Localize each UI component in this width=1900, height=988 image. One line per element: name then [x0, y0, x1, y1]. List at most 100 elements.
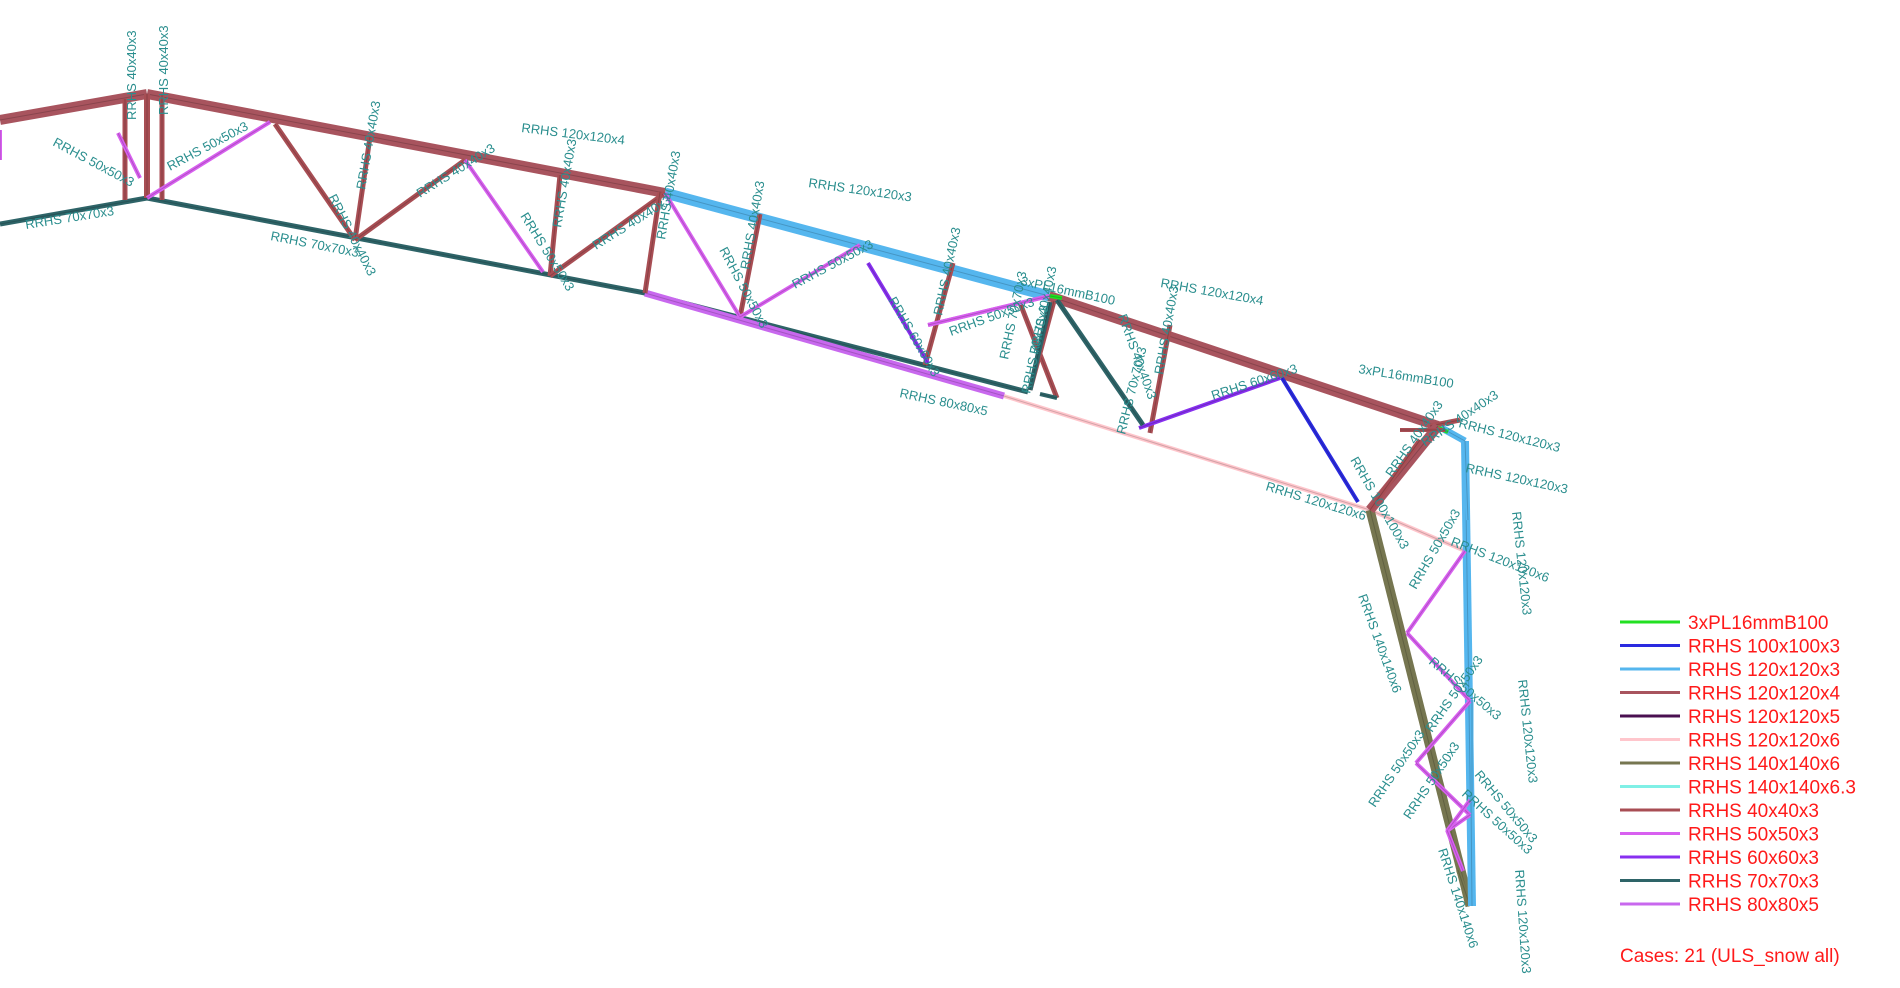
- member-label: RRHS 40x40x3: [549, 138, 579, 229]
- member-edge: [146, 93, 666, 194]
- member-rrhs-50x50x3[interactable]: [1445, 829, 1465, 872]
- member-rrhs-40x40x3[interactable]: [642, 191, 663, 294]
- member-edge: [1470, 799, 1473, 907]
- member-edge: [0, 93, 148, 121]
- legend-label: 3xPL16mmB100: [1688, 613, 1828, 634]
- member-edge: [354, 159, 466, 241]
- member-rrhs-40x40x3[interactable]: [272, 122, 358, 242]
- legend-label: RRHS 100x100x3: [1688, 637, 1840, 658]
- member-rrhs-120x120x3[interactable]: [1463, 440, 1470, 521]
- member-rrhs-50x50x3[interactable]: [663, 191, 742, 319]
- member-rrhs-50x50x3[interactable]: [738, 243, 862, 319]
- member-rrhs-70x70x3[interactable]: [0, 195, 148, 227]
- member-rrhs-40x40x3[interactable]: [1367, 438, 1423, 512]
- member-label: RRHS 70x70x3: [24, 203, 115, 232]
- member-rrhs-50x50x3[interactable]: [1405, 549, 1467, 635]
- member-label: RRHS 50x50x3: [164, 118, 250, 173]
- member-edge: [464, 159, 544, 273]
- member-rrhs-40x40x3[interactable]: [353, 157, 467, 243]
- member-edge: [1003, 395, 1371, 511]
- member-rrhs-40x40x3[interactable]: [352, 136, 373, 241]
- member-label: RRHS 120x120x3: [1464, 460, 1569, 496]
- legend-label: RRHS 50x50x3: [1688, 825, 1819, 846]
- member-rrhs-120x120x4[interactable]: [146, 89, 666, 198]
- member-rrhs-100x100x3[interactable]: [1280, 376, 1360, 504]
- member-edge: [739, 244, 861, 318]
- member-edge: [1049, 295, 1063, 299]
- member-edge: [274, 123, 356, 241]
- member-edge: [354, 136, 371, 241]
- member-edge: [644, 191, 661, 294]
- member-edge: [1369, 509, 1466, 552]
- member-rrhs-50x50x3[interactable]: [1445, 798, 1472, 833]
- legend-label: RRHS 140x140x6.3: [1688, 778, 1856, 799]
- member-label: RRHS 40x40x3: [353, 100, 383, 191]
- member-edge: [1446, 799, 1471, 832]
- member-edge: [1406, 632, 1471, 702]
- member-rrhs-80x80x5[interactable]: [644, 289, 1005, 400]
- member-edge: [927, 295, 1050, 326]
- member-rrhs-120x120x6[interactable]: [1003, 394, 1371, 512]
- member-rrhs-50x50x3[interactable]: [1405, 631, 1472, 703]
- member-label: RRHS 120x120x3: [1515, 679, 1541, 784]
- member-rrhs-50x50x3[interactable]: [116, 132, 142, 179]
- member-label: RRHS 40x40x3: [737, 180, 767, 271]
- member-rrhs-120x120x4[interactable]: [1047, 291, 1440, 431]
- legend-label: RRHS 40x40x3: [1688, 801, 1819, 822]
- member-rrhs-60x60x3[interactable]: [866, 261, 930, 365]
- member-label: RRHS 120x120x3: [808, 175, 913, 204]
- legend-label: RRHS 120x120x5: [1688, 707, 1840, 728]
- member-label: RRHS 50x50x3: [789, 236, 875, 291]
- legend-label: RRHS 140x140x6: [1688, 754, 1840, 775]
- member-rrhs-50x50x3[interactable]: [145, 120, 272, 200]
- member-rrhs-120x120x3[interactable]: [1469, 799, 1474, 907]
- member-edge: [117, 132, 141, 179]
- member-edge: [549, 192, 666, 277]
- member-edge: [1369, 509, 1471, 907]
- member-rrhs-40x40x3[interactable]: [1147, 324, 1173, 434]
- load-cases-text: Cases: 21 (ULS_snow all): [1620, 946, 1840, 967]
- member-rrhs-50x50x3[interactable]: [1414, 761, 1472, 817]
- member-edge: [739, 213, 761, 318]
- member-edge: [146, 197, 646, 294]
- member-rrhs-120x120x6[interactable]: [1369, 508, 1466, 553]
- member-rrhs-40x40x3[interactable]: [922, 262, 956, 366]
- member-rrhs-40x40x3[interactable]: [547, 174, 563, 277]
- member-edge: [1149, 324, 1171, 434]
- member-edge: [549, 174, 561, 277]
- member-edge: [1048, 295, 1439, 427]
- member-edge: [867, 262, 929, 364]
- member-label: RRHS 120x120x6: [1264, 479, 1368, 524]
- member-rrhs-70x70x3[interactable]: [146, 195, 646, 296]
- member-rrhs-70x70x3[interactable]: [1054, 298, 1146, 427]
- member-rrhs-120x120x4[interactable]: [0, 89, 148, 125]
- member-3xpl16mmb100[interactable]: [1049, 294, 1063, 300]
- member-edge: [1029, 301, 1051, 391]
- member-edge: [1446, 829, 1464, 872]
- member-rrhs-40x40x3[interactable]: [548, 190, 667, 279]
- member-rrhs-50x50x3[interactable]: [1414, 699, 1472, 765]
- member-rrhs-60x60x3[interactable]: [1138, 376, 1281, 430]
- member-rrhs-70x70x3[interactable]: [1027, 301, 1053, 391]
- member-rrhs-140x140x6[interactable]: [1365, 508, 1475, 908]
- member-rrhs-50x50x3[interactable]: [463, 158, 545, 274]
- member-rrhs-50x50x3[interactable]: [927, 294, 1050, 327]
- legend-label: RRHS 80x80x5: [1688, 895, 1819, 916]
- legend-label: RRHS 60x60x3: [1688, 848, 1819, 869]
- member-rrhs-40x40x3[interactable]: [737, 213, 763, 318]
- member-edge: [1415, 700, 1471, 764]
- member-edge: [1138, 377, 1281, 429]
- member-rrhs-70x70x3[interactable]: [1039, 392, 1058, 400]
- truss-members: [0, 89, 1476, 908]
- member-edge: [1281, 377, 1359, 503]
- member-label: RRHS 120x120x3: [1457, 415, 1562, 455]
- member-edge: [664, 192, 741, 318]
- section-legend: Cases: 21 (ULS_snow all) 3xPL16mmB100RRH…: [1620, 613, 1856, 967]
- member-label: RRHS 120x120x3: [1512, 869, 1534, 974]
- member-edge: [1369, 439, 1421, 511]
- legend-label: RRHS 120x120x4: [1688, 684, 1841, 705]
- legend-label: RRHS 120x120x6: [1688, 731, 1840, 752]
- member-edge: [1056, 299, 1144, 426]
- member-label: 3xPL16mmB100: [1358, 361, 1455, 391]
